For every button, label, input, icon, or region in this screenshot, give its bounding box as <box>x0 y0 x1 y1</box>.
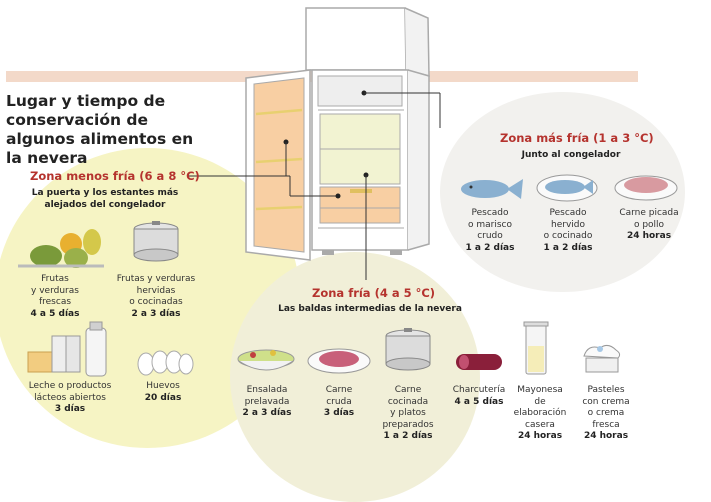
zone-coldest-desc: Junto al congelador <box>521 150 621 160</box>
item-raw-fish: Pescado o marisco crudo 1 a 2 días <box>465 208 515 253</box>
item-cooked-fish: Pescado hervido o cocinado 1 a 2 días <box>543 208 593 253</box>
zone-cold-desc: Las baldas intermedias de la nevera <box>278 304 462 314</box>
item-charcuterie: Charcutería 4 a 5 días <box>452 385 506 407</box>
item-minced-meat: Carne picada o pollo 24 horas <box>619 208 679 241</box>
item-cooked-meat: Carne cocinada y platos preparados 1 a 2… <box>382 385 434 441</box>
connector-lines <box>187 90 441 280</box>
zone-coldest-title: Zona más fría (1 a 3 °C) <box>500 131 654 145</box>
cooked-fish-icon <box>536 174 598 202</box>
item-eggs: Huevos 20 días <box>144 381 182 403</box>
pot-icon <box>133 221 179 262</box>
mayonnaise-jar-icon <box>523 321 549 375</box>
raw-fish-icon <box>461 179 523 199</box>
raw-meat-icon <box>307 348 371 374</box>
item-fresh-fruit: Frutas y verduras frescas 4 a 5 días <box>30 274 80 319</box>
zone-less-cold-desc: La puerta y los estantes más alejados de… <box>31 188 179 210</box>
item-cooked-vegetables: Frutas y verduras hervidas o cocinadas 2… <box>116 274 196 319</box>
minced-meat-icon <box>614 175 678 201</box>
dairy-icon <box>27 321 107 377</box>
cooked-dish-pot-icon <box>385 328 431 371</box>
cake-icon <box>583 344 621 373</box>
item-dairy: Leche o productos lácteos abiertos 3 día… <box>28 381 112 414</box>
zone-cold-title: Zona fría (4 a 5 °C) <box>312 286 436 300</box>
item-raw-meat: Carne cruda 3 días <box>323 385 355 418</box>
zone-less-cold-title: Zona menos fría (6 a 8 °C) <box>30 169 200 183</box>
fruits-vegetables-icon <box>18 229 104 268</box>
item-salad: Ensalada prelavada 2 a 3 días <box>242 385 292 418</box>
eggs-icon <box>137 350 194 376</box>
page-title: Lugar y tiempo de conservación de alguno… <box>6 92 194 167</box>
fridge-illustration <box>245 7 430 261</box>
item-pastries: Pasteles con crema o crema fresca 24 hor… <box>582 385 630 441</box>
sausage-icon <box>456 354 502 370</box>
salad-icon <box>237 349 295 371</box>
item-mayonnaise: Mayonesa de elaboración casera 24 horas <box>513 385 567 441</box>
